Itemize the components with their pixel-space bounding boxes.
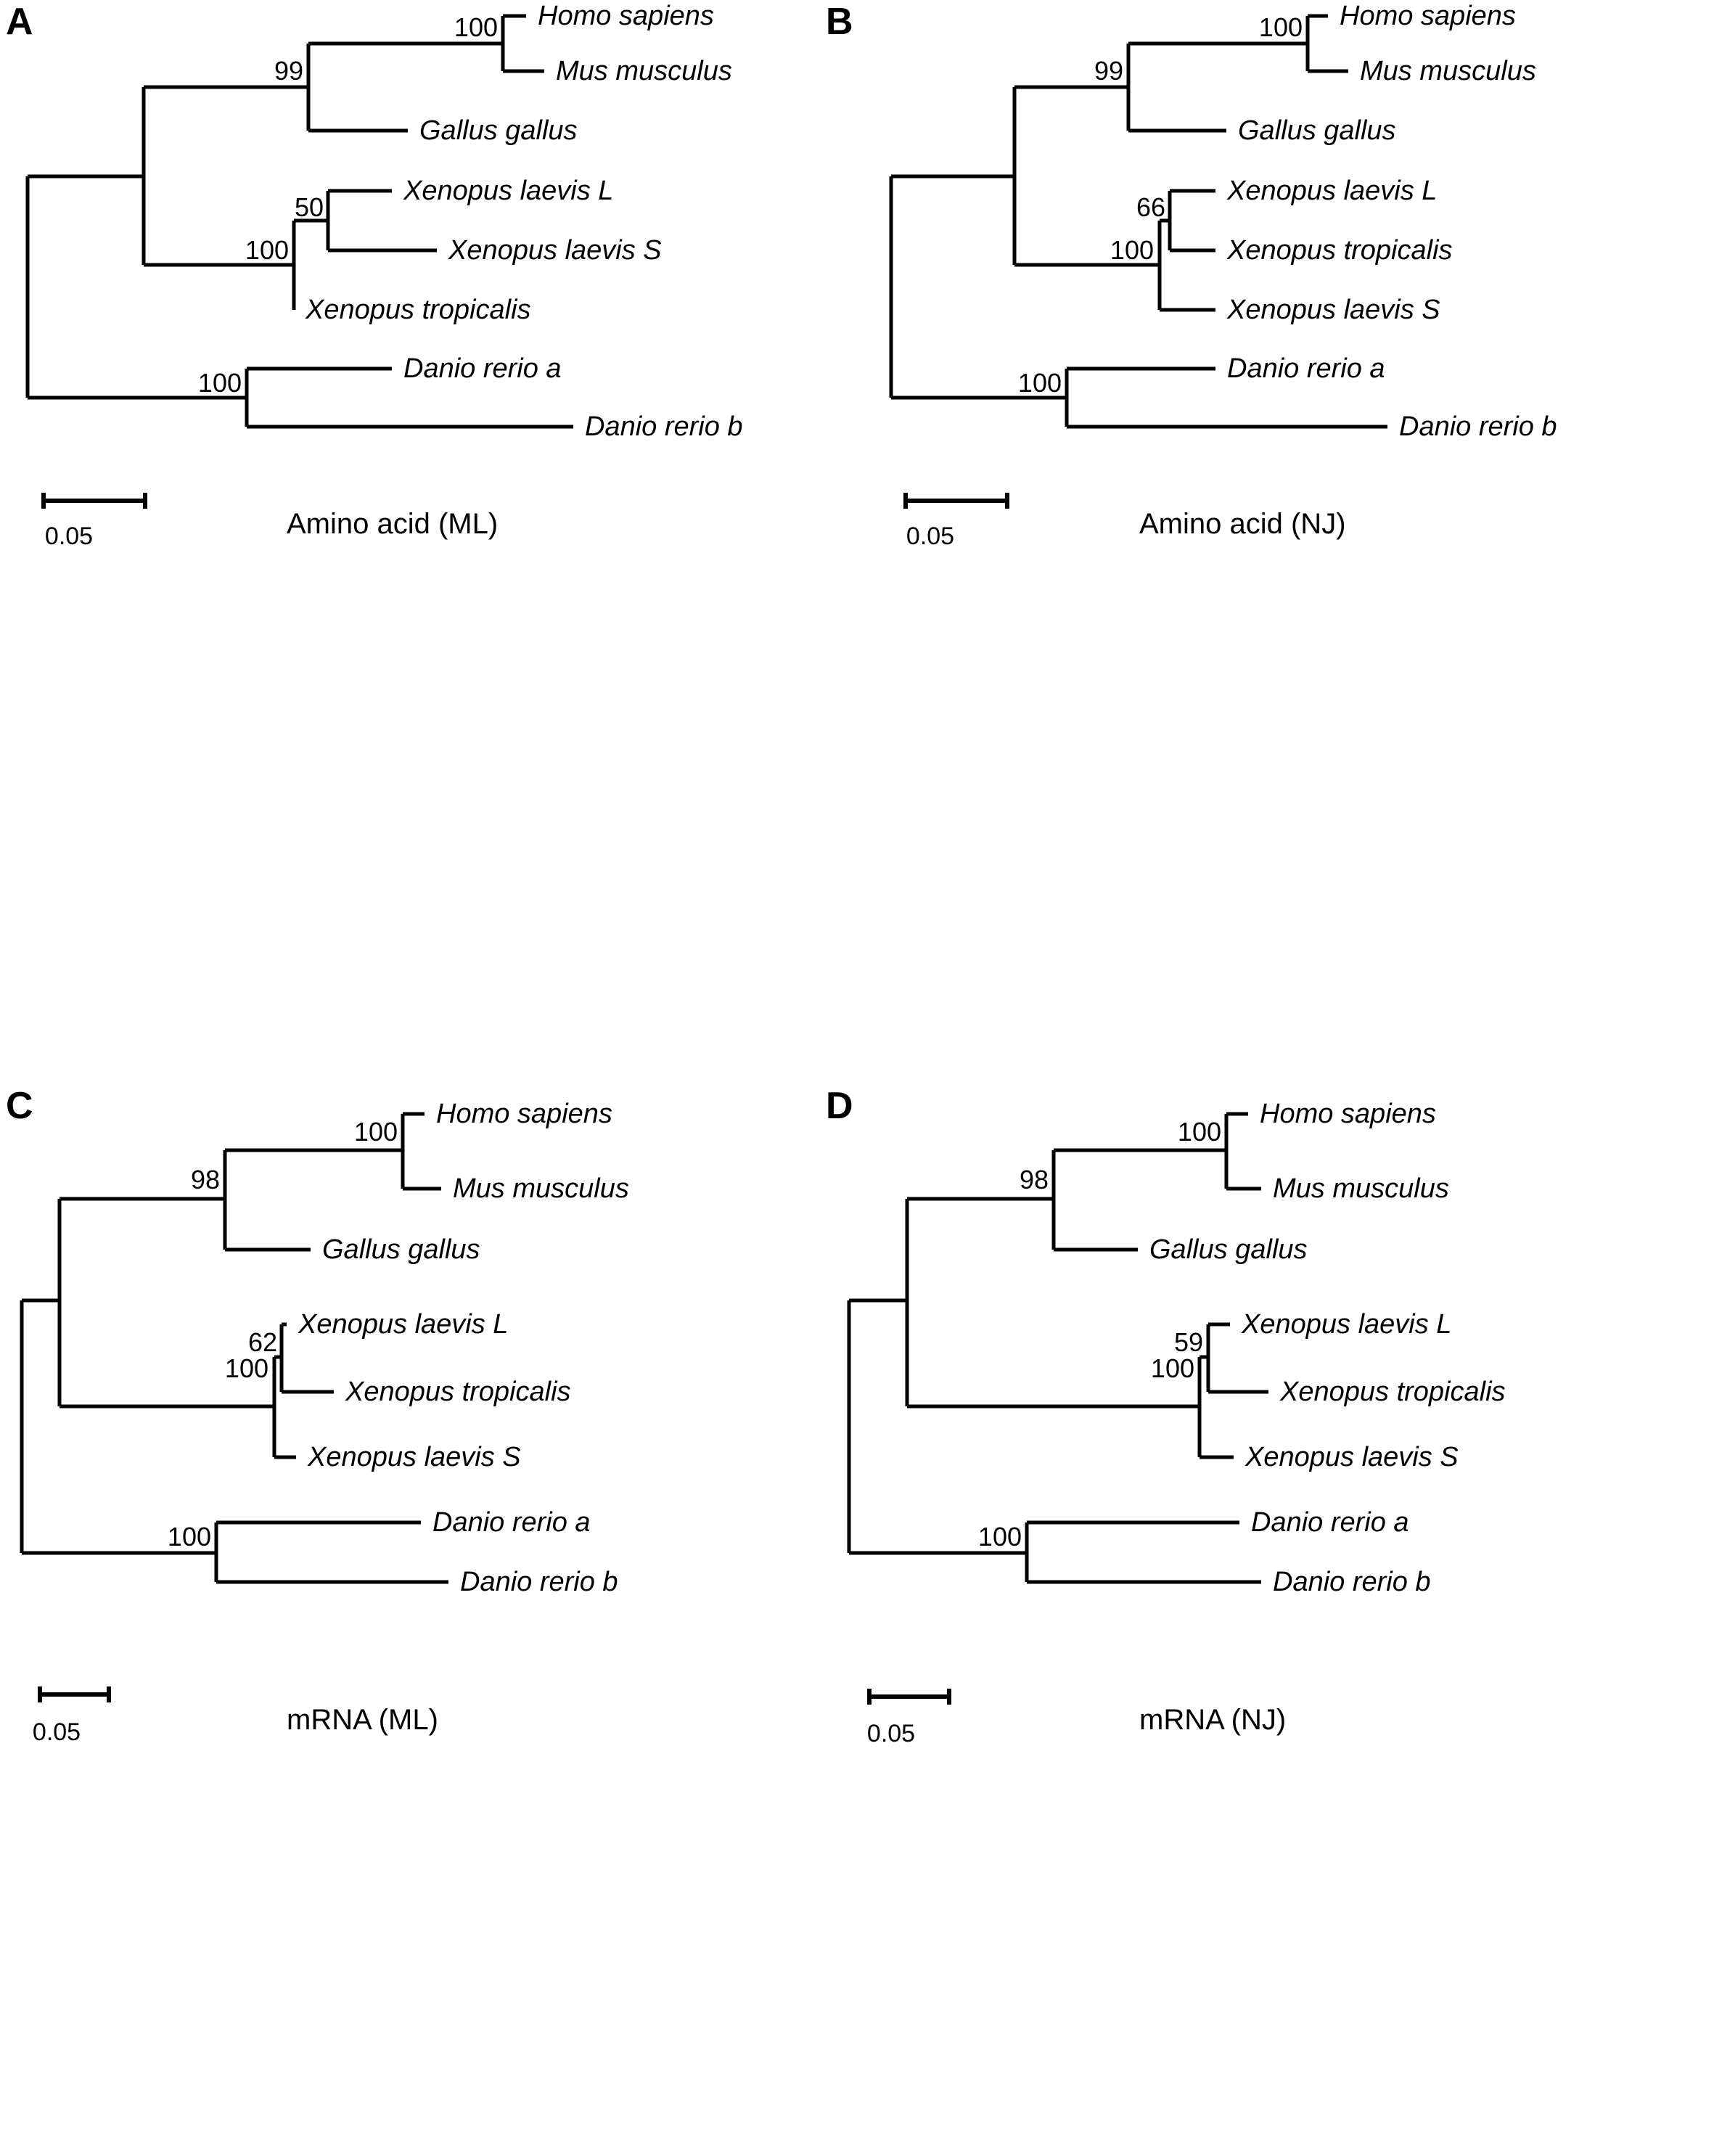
taxon-label-xenopus-laevis-l: Xenopus laevis L [403,176,613,206]
bootstrap-value: 100 [168,1522,211,1552]
bootstrap-value: 99 [274,56,303,86]
bootstrap-value: 100 [198,368,242,398]
taxon-label-gallus-gallus: Gallus gallus [1238,115,1396,146]
taxon-label-danio-rerio-b: Danio rerio b [1273,1567,1431,1597]
taxon-label-xenopus-tropicalis: Xenopus tropicalis [1279,1377,1506,1407]
taxon-label-gallus-gallus: Gallus gallus [419,115,578,146]
panel-caption-a: Amino acid (ML) [287,508,499,540]
taxon-label-xenopus-tropicalis: Xenopus tropicalis [345,1377,571,1407]
taxon-label-mus-musculus: Mus musculus [1360,56,1536,86]
taxon-label-mus-musculus: Mus musculus [556,56,732,86]
panel-letter-a: A [6,1,33,43]
taxon-label-danio-rerio-a: Danio rerio a [403,353,562,384]
taxon-label-homo-sapiens: Homo sapiens [538,1,714,31]
bootstrap-value: 100 [1018,368,1062,398]
taxon-label-mus-musculus: Mus musculus [1273,1173,1449,1204]
bootstrap-value: 100 [1178,1117,1221,1147]
bootstrap-value: 100 [1151,1353,1194,1383]
bootstrap-value: 99 [1094,56,1123,86]
bootstrap-value: 66 [1136,192,1165,222]
bootstrap-value: 98 [191,1165,220,1194]
taxon-label-xenopus-laevis-l: Xenopus laevis L [298,1309,508,1340]
scale-bar-label: 0.05 [906,522,954,550]
taxon-label-homo-sapiens: Homo sapiens [436,1099,612,1129]
taxon-label-gallus-gallus: Gallus gallus [1149,1234,1308,1265]
taxon-label-danio-rerio-b: Danio rerio b [585,411,743,442]
taxon-label-homo-sapiens: Homo sapiens [1260,1099,1436,1129]
bootstrap-value: 100 [454,12,498,42]
taxon-label-danio-rerio-b: Danio rerio b [460,1567,618,1597]
taxon-label-xenopus-laevis-s: Xenopus laevis S [307,1442,521,1472]
taxon-label-gallus-gallus: Gallus gallus [322,1234,480,1265]
taxon-label-homo-sapiens: Homo sapiens [1340,1,1516,31]
bootstrap-value: 98 [1020,1165,1049,1194]
taxon-label-xenopus-laevis-s: Xenopus laevis S [448,235,662,266]
taxon-label-xenopus-laevis-s: Xenopus laevis S [1226,295,1440,325]
bootstrap-value: 100 [245,235,289,265]
taxon-label-danio-rerio-a: Danio rerio a [432,1507,591,1538]
bootstrap-value: 100 [1110,235,1154,265]
scale-bar-label: 0.05 [33,1718,81,1746]
bootstrap-value: 100 [225,1353,268,1383]
taxon-label-xenopus-laevis-s: Xenopus laevis S [1245,1442,1459,1472]
panel-caption-b: Amino acid (NJ) [1139,508,1346,540]
scale-bar-label: 0.05 [45,522,93,550]
taxon-label-xenopus-tropicalis: Xenopus tropicalis [305,295,531,325]
taxon-label-xenopus-laevis-l: Xenopus laevis L [1241,1309,1451,1340]
bootstrap-value: 50 [295,192,324,222]
bootstrap-value: 100 [1259,12,1303,42]
bootstrap-value: 100 [978,1522,1022,1552]
panel-caption-d: mRNA (NJ) [1139,1704,1287,1736]
panel-letter-c: C [6,1085,33,1127]
taxon-label-xenopus-laevis-l: Xenopus laevis L [1226,176,1437,206]
panel-letter-b: B [826,1,853,43]
panel-caption-c: mRNA (ML) [287,1704,438,1736]
taxon-label-danio-rerio-b: Danio rerio b [1399,411,1557,442]
scale-bar-label: 0.05 [867,1720,915,1747]
bootstrap-value: 59 [1174,1327,1203,1357]
taxon-label-danio-rerio-a: Danio rerio a [1251,1507,1409,1538]
taxon-label-mus-musculus: Mus musculus [453,1173,629,1204]
taxon-label-danio-rerio-a: Danio rerio a [1227,353,1385,384]
taxon-label-xenopus-tropicalis: Xenopus tropicalis [1226,235,1453,266]
panel-letter-d: D [826,1085,853,1127]
bootstrap-value: 62 [248,1327,277,1357]
bootstrap-value: 100 [354,1117,398,1147]
